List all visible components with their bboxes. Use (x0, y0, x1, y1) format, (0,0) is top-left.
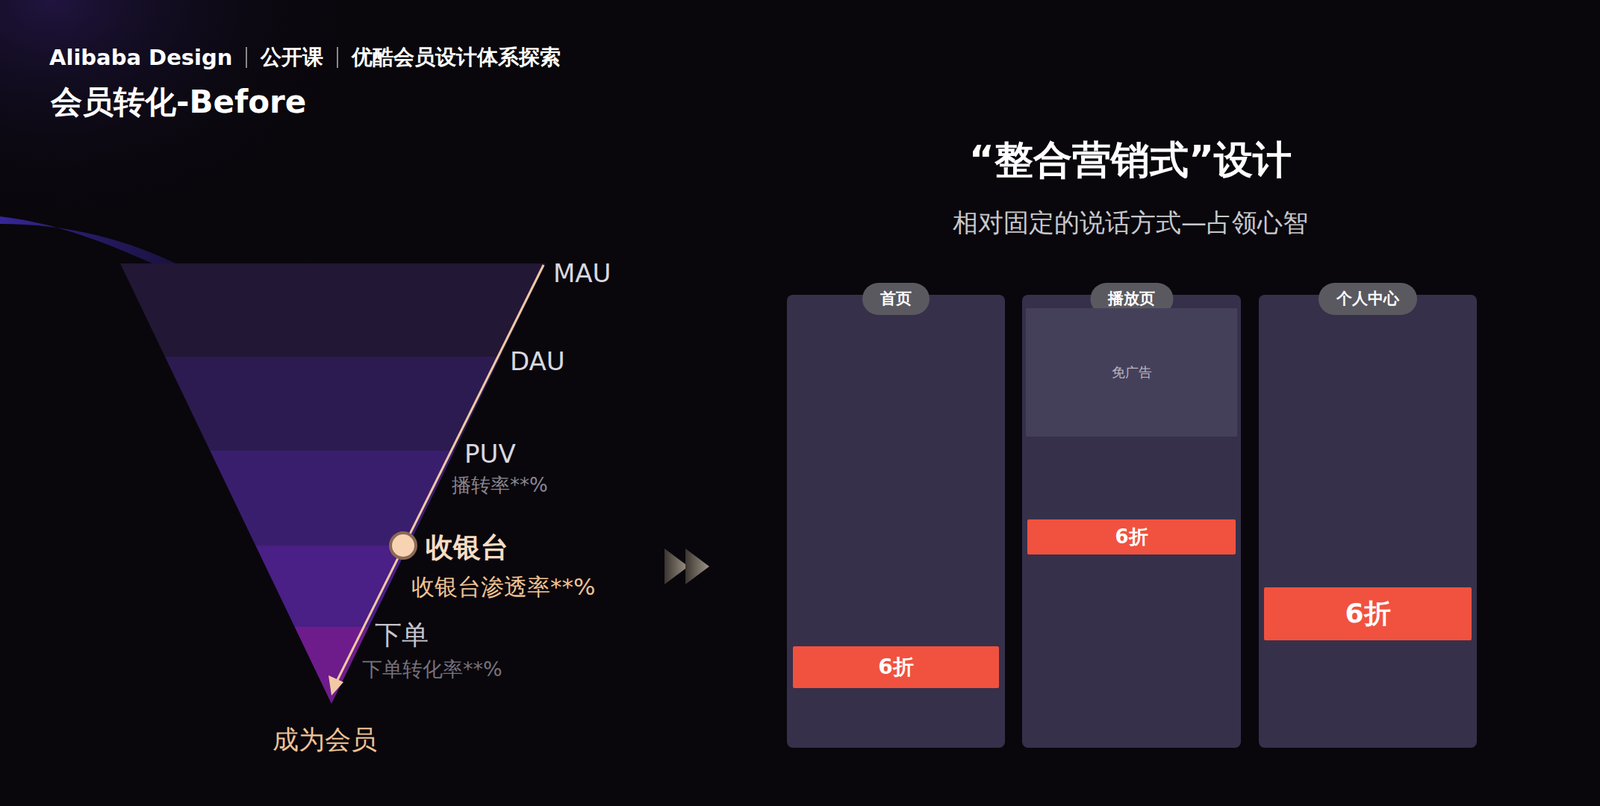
label: 下单 (374, 617, 429, 655)
slide-title: 会员转化-Before (50, 81, 307, 124)
label: 收银台渗透率**% (411, 571, 596, 604)
chevron (685, 548, 710, 585)
funnel (111, 263, 560, 710)
header: Alibaba Design 公开课优酷会员设计体系探索 (49, 43, 561, 72)
page-pill: 个人中心 (1318, 282, 1418, 316)
node-text: 6折 (878, 653, 914, 682)
stage-dot (390, 533, 416, 559)
chevron (664, 548, 689, 585)
label: DAU (509, 346, 566, 377)
label: PUV (464, 439, 516, 469)
label: 收银台 (425, 529, 509, 567)
label: Alibaba Design (49, 44, 233, 71)
label: 优酷会员设计体系探索 (351, 43, 561, 72)
label: “整合营销式”设计 (969, 134, 1292, 187)
label: 相对固定的说话方式—占领心智 (952, 206, 1309, 241)
phone-panel: 播放页免广告6折 (1022, 294, 1241, 749)
separator (336, 47, 339, 68)
feature-box: 免广告 (1025, 308, 1238, 437)
label: 公开课 (260, 43, 324, 72)
node-text: 6折 (1344, 595, 1391, 633)
discount-button: 6折 (792, 646, 999, 689)
page-pill: 首页 (862, 282, 930, 316)
discount-button: 6折 (1264, 587, 1472, 641)
label: 成为会员 (272, 722, 378, 758)
node-text: 6折 (1114, 524, 1148, 551)
separator (245, 47, 248, 68)
phone-panel: 个人中心6折 (1258, 294, 1477, 749)
label: 播转率**% (451, 472, 549, 499)
label: MAU (553, 258, 611, 289)
phone-panel: 首页6折 (786, 294, 1005, 749)
discount-button: 6折 (1027, 519, 1236, 555)
node-text: 免广告 (1111, 363, 1153, 382)
arrow-head (328, 675, 344, 696)
label: 下单转化率**% (362, 656, 503, 684)
